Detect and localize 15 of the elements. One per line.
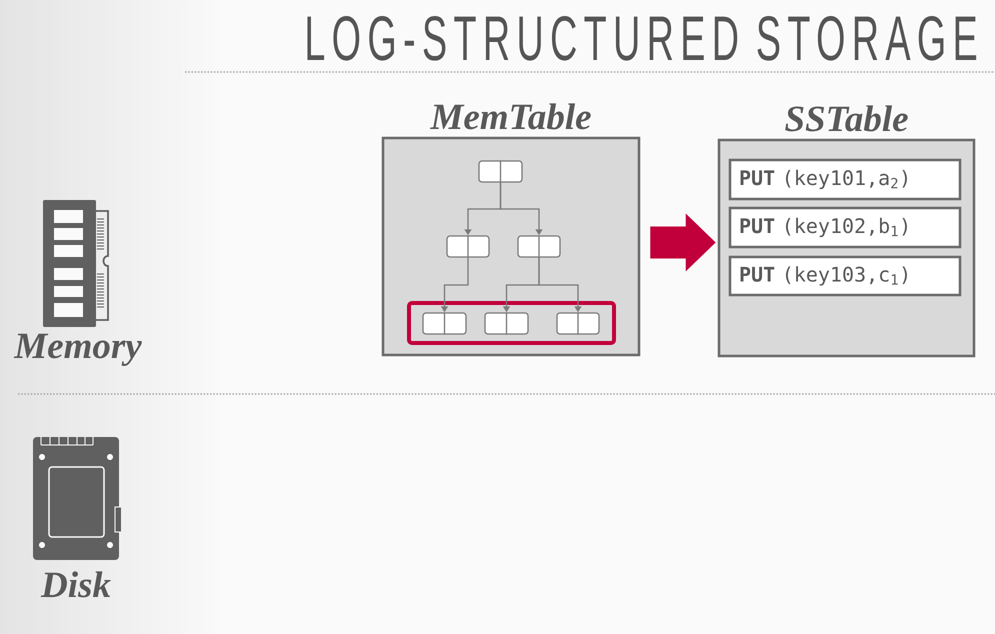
entry-box: PUT (key103,c$_{1}$) [728, 256, 962, 296]
entry-box: PUT (key101,a$_{2}$) [728, 158, 962, 200]
tree-node [556, 312, 600, 335]
panel-heading: SSTable [785, 105, 908, 132]
entry-box: PUT (key102,b$_{1}$) [728, 206, 962, 248]
tree-node [517, 235, 561, 258]
panel-heading: MemTable [430, 103, 591, 130]
highlight-frame [407, 301, 616, 345]
icon-caption: Memory [14, 334, 142, 366]
slide-title: LOG-STRUCTURED STORAGE [307, 16, 976, 61]
tree-node [484, 312, 529, 335]
tree-node [478, 160, 523, 183]
icon-caption: Disk [40, 571, 111, 598]
tree-node [446, 235, 490, 258]
tree-node [422, 312, 467, 335]
